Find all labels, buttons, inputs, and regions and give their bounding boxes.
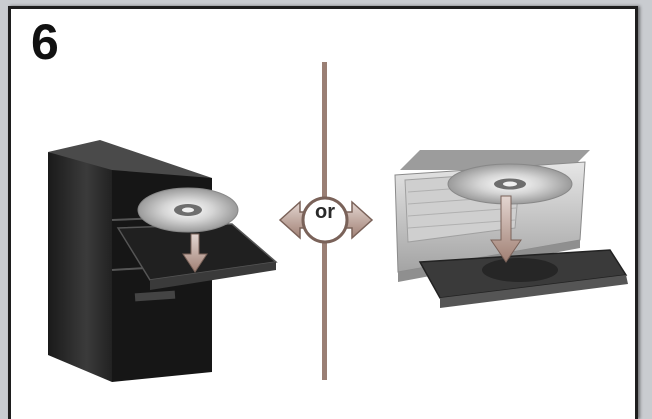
desktop-tower-disc-tray-icon [48,140,278,382]
step-number: 6 [31,14,59,70]
or-label: or [315,201,335,223]
laptop-disc-icon [447,163,573,205]
double-arrow-icon [278,196,374,244]
down-arrow-icon [490,195,522,263]
down-arrow-icon [182,233,208,273]
desktop-disc-icon [137,187,239,233]
